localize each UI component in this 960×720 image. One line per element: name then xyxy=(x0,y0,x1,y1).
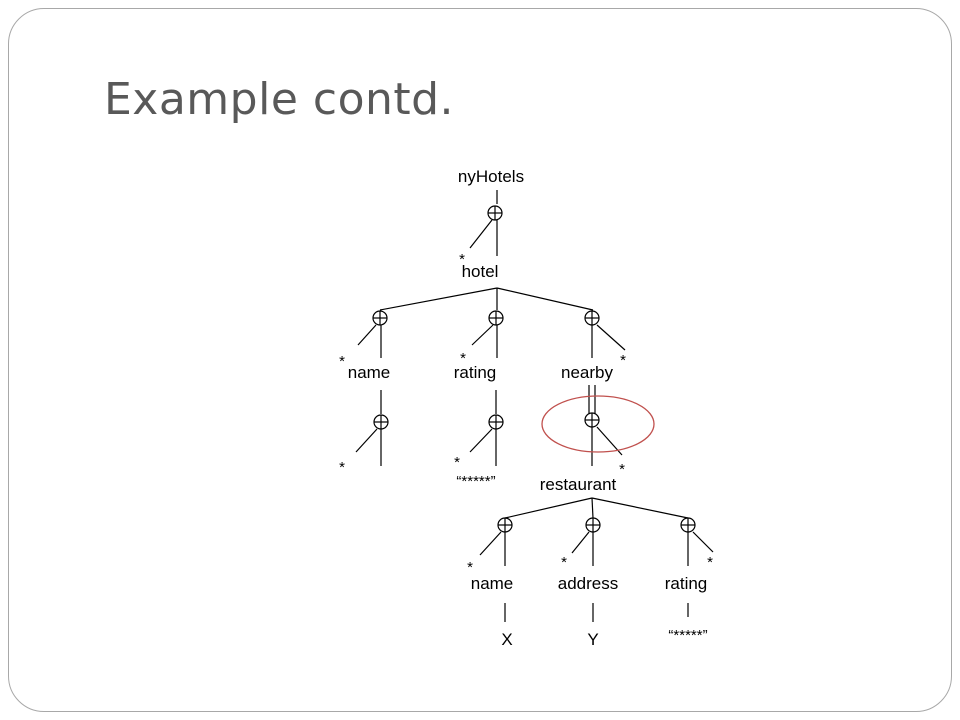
label-hotel-rating: rating xyxy=(454,363,497,382)
wildcard-star: * xyxy=(561,554,567,571)
wildcard-star: * xyxy=(707,554,713,571)
label-restaurant-address: address xyxy=(558,574,618,593)
wildcard-star: * xyxy=(459,251,465,268)
label-restaurant-name-value: X xyxy=(501,630,512,649)
slide-title: Example contd. xyxy=(104,74,455,125)
wildcard-star: * xyxy=(339,459,345,476)
wildcard-star: * xyxy=(339,353,345,370)
label-restaurant-rating-value: “*****” xyxy=(668,627,707,644)
wildcard-star: * xyxy=(460,350,466,367)
label-nyhotels: nyHotels xyxy=(458,167,524,186)
label-hotel: hotel xyxy=(462,262,499,281)
wildcard-star: * xyxy=(620,352,626,369)
slide-frame xyxy=(8,8,952,712)
label-hotel-rating-value: “*****” xyxy=(456,473,495,490)
label-restaurant-address-value: Y xyxy=(587,630,598,649)
label-nearby: nearby xyxy=(561,363,613,382)
highlight-ellipse xyxy=(541,395,655,453)
wildcard-star: * xyxy=(619,461,625,478)
label-hotel-name: name xyxy=(348,363,391,382)
wildcard-star: * xyxy=(454,454,460,471)
wildcard-star: * xyxy=(467,559,473,576)
label-restaurant-rating: rating xyxy=(665,574,708,593)
label-restaurant: restaurant xyxy=(540,475,617,494)
label-restaurant-name: name xyxy=(471,574,514,593)
